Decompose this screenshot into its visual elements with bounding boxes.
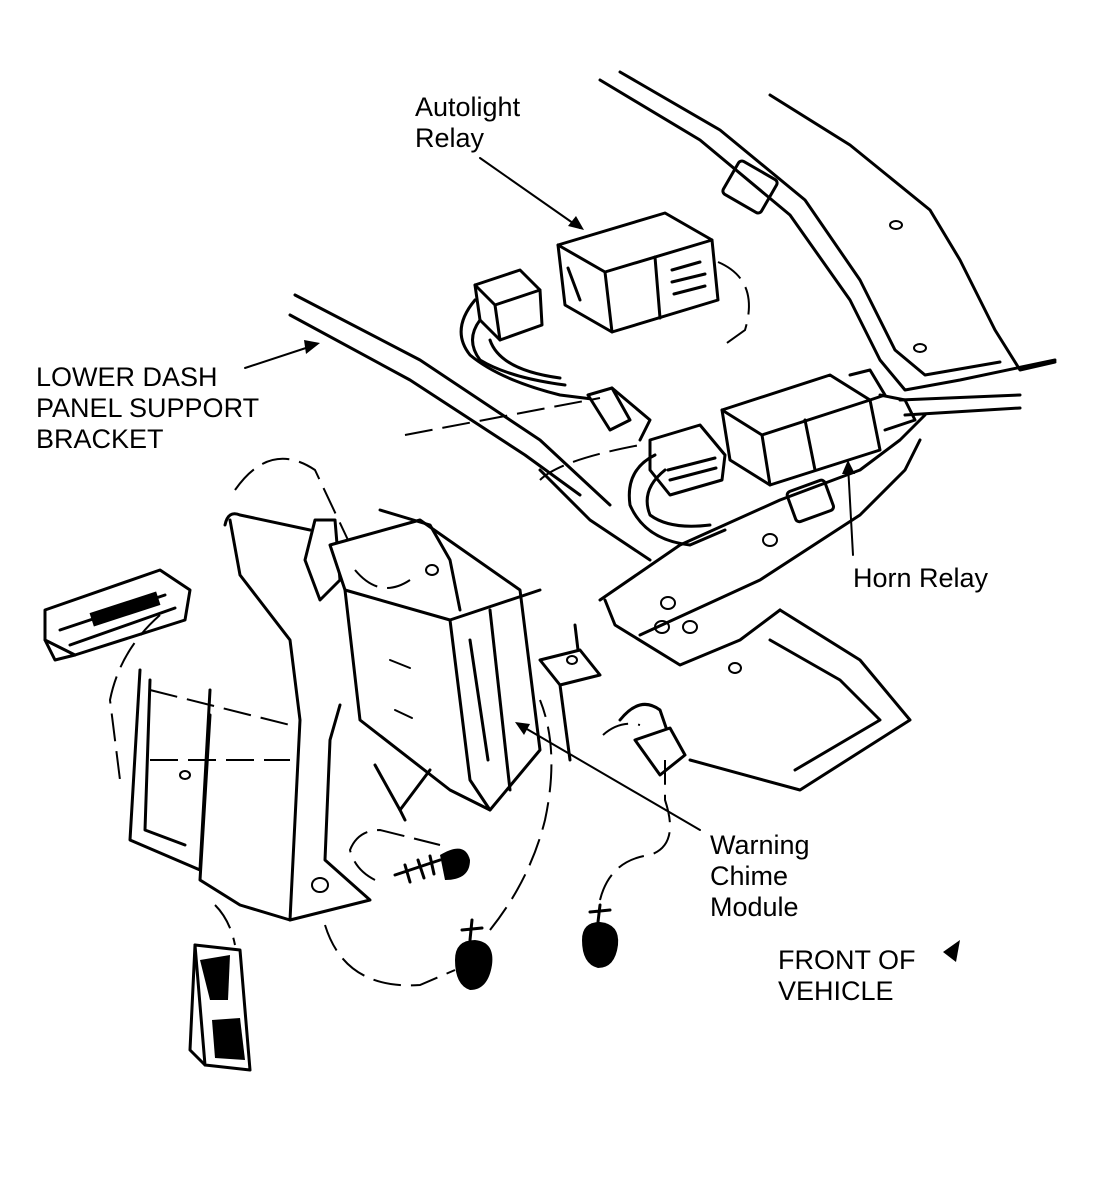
horn-relay-part — [720, 368, 917, 487]
autolight-connector — [473, 268, 544, 342]
autolight-relay-label: Autolight Relay — [415, 92, 521, 153]
leader-lines — [244, 157, 855, 831]
warning-chime-bracket — [128, 512, 372, 922]
screw-center — [455, 918, 493, 990]
warning-chime-module-label: Warning Chime Module — [710, 830, 810, 922]
warning-chime-module-part — [328, 508, 542, 822]
horn-relay-label: Horn Relay — [853, 563, 989, 593]
autolight-relay-part — [556, 211, 720, 334]
lower-dash-panel-support-bracket — [288, 293, 927, 792]
bottom-clip — [188, 943, 252, 1072]
lower-dash-bracket-label: LOWER DASH PANEL SUPPORT BRACKET — [36, 362, 260, 454]
center-connector — [627, 423, 727, 547]
screw-right — [582, 903, 619, 968]
mounting-tab — [538, 623, 687, 777]
left-clip — [43, 568, 192, 662]
front-of-vehicle-label: FRONT OF VEHICLE — [778, 945, 916, 1006]
front-arrow-icon — [943, 940, 960, 962]
upper-dash-panel — [598, 70, 1057, 417]
screw-left — [393, 848, 470, 884]
routing-lines — [108, 261, 750, 987]
